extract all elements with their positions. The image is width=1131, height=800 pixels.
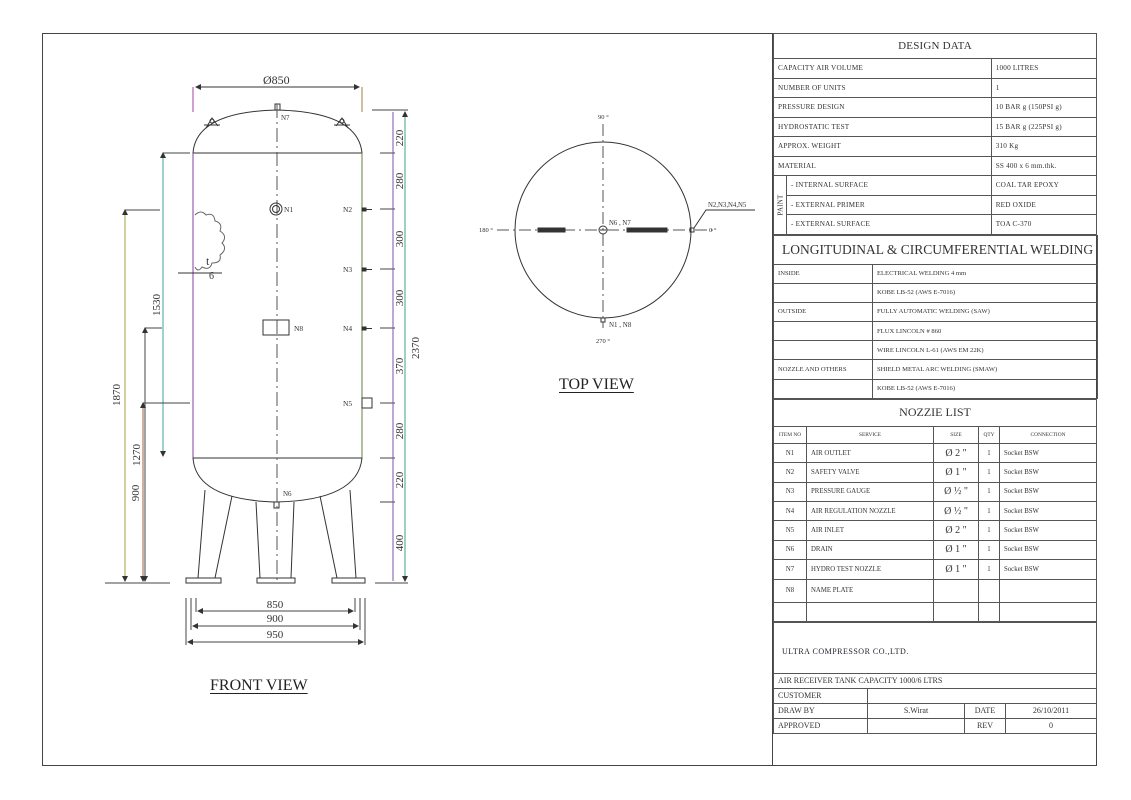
front-view-drawing — [105, 84, 408, 645]
paint-label: PAINT — [773, 175, 787, 234]
svg-text:t: t — [206, 254, 210, 268]
nozzle-list-table: NOZZIE LIST ITEM NO SERVICE SIZE QTY CON… — [773, 398, 1097, 622]
svg-text:N6: N6 — [283, 490, 292, 498]
svg-text:N2,N3,N4,N5: N2,N3,N4,N5 — [708, 202, 747, 209]
lifting-lug-icon — [204, 117, 220, 129]
nozzle-list-title: NOZZIE LIST — [773, 398, 1097, 427]
top-view-title: TOP VIEW — [559, 376, 634, 393]
table-row: FLUX LINCOLN # 860 — [773, 321, 1099, 342]
svg-text:280: 280 — [394, 422, 406, 439]
svg-text:370: 370 — [394, 357, 406, 374]
svg-text:2370: 2370 — [410, 337, 422, 360]
svg-text:220: 220 — [394, 471, 406, 488]
svg-text:300: 300 — [394, 289, 406, 306]
svg-text:1530: 1530 — [151, 294, 163, 317]
table-row: APPROVED REV 0 — [773, 717, 1097, 734]
svg-text:270 °: 270 ° — [596, 338, 610, 345]
top-view-drawing — [497, 124, 755, 328]
svg-text:1270: 1270 — [131, 444, 143, 467]
svg-text:850: 850 — [267, 599, 284, 611]
svg-text:N1 , N8: N1 , N8 — [609, 321, 632, 329]
drawing-sheet-frame — [42, 33, 1097, 766]
top-view-labels: 90 ° 180 ° 0 ° 270 ° N6 , N7 N2,N3,N4,N5… — [479, 114, 747, 345]
table-row: KOBE LB-52 (AWS E-7016) — [773, 378, 1099, 399]
company-name: ULTRA COMPRESSOR CO.,LTD. — [773, 621, 1097, 674]
svg-text:90 °: 90 ° — [598, 114, 609, 121]
svg-text:N7: N7 — [281, 114, 290, 122]
svg-text:Ø850: Ø850 — [263, 73, 290, 87]
svg-text:900: 900 — [267, 613, 284, 625]
svg-text:N2: N2 — [343, 205, 352, 214]
svg-text:N6 , N7: N6 , N7 — [609, 220, 631, 227]
svg-text:N4: N4 — [343, 324, 352, 333]
svg-text:300: 300 — [394, 230, 406, 247]
table-row: DRAW BY S.Wirat DATE 26/10/2011 — [773, 702, 1097, 719]
svg-text:N1: N1 — [284, 205, 293, 214]
svg-text:900: 900 — [130, 484, 142, 501]
drawing-title: AIR RECEIVER TANK CAPACITY 1000/6 LTRS — [773, 672, 1097, 689]
table-header-row: ITEM NO SERVICE SIZE QTY CONNECTION — [773, 425, 1097, 444]
table-row: CUSTOMER — [773, 687, 1097, 704]
svg-text:0 °: 0 ° — [709, 227, 717, 234]
svg-text:6: 6 — [209, 271, 214, 282]
table-row: WIRE LINCOLN L-61 (AWS EM 22K) — [773, 340, 1099, 361]
svg-text:1870: 1870 — [111, 384, 123, 407]
lifting-lug-icon — [334, 117, 350, 129]
svg-text:N5: N5 — [343, 399, 352, 408]
svg-text:N3: N3 — [343, 265, 352, 274]
table-row: KOBE LB-52 (AWS E-7016) — [773, 282, 1099, 303]
svg-text:N8: N8 — [294, 324, 303, 333]
welding-title: LONGITUDINAL & CIRCUMFERENTIAL WELDING — [772, 234, 1099, 265]
svg-text:400: 400 — [394, 534, 406, 551]
design-data-title: DESIGN DATA — [773, 33, 1097, 59]
front-view-title: FRONT VIEW — [210, 677, 308, 694]
svg-text:950: 950 — [267, 629, 284, 641]
title-block: ULTRA COMPRESSOR CO.,LTD. AIR RECEIVER T… — [773, 621, 1097, 734]
svg-text:180 °: 180 ° — [479, 227, 493, 234]
svg-text:220: 220 — [394, 129, 406, 146]
welding-table: LONGITUDINAL & CIRCUMFERENTIAL WELDING I… — [772, 234, 1099, 399]
table-row — [773, 601, 1097, 622]
svg-text:280: 280 — [394, 172, 406, 189]
front-view-labels: Ø850 N7 N1 N2 N3 N8 N4 N5 N6 t 6 220 280… — [111, 73, 422, 641]
